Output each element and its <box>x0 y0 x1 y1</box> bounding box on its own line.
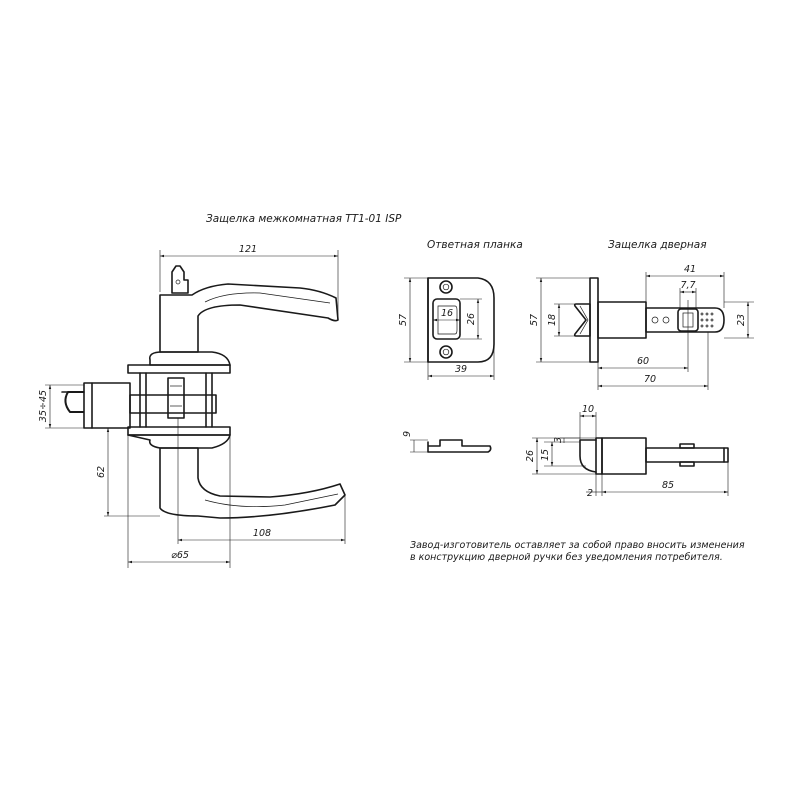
latch-body-side <box>83 382 131 429</box>
latch-side-face <box>595 437 603 475</box>
top-rosette <box>148 351 231 366</box>
spindle-housing <box>129 394 217 414</box>
dim-slot-16-label: 16 <box>441 308 453 319</box>
strike-screw-top <box>439 280 453 294</box>
strike-slot <box>432 298 461 340</box>
latch-side-tail <box>645 447 729 463</box>
latch-side-case <box>601 437 647 475</box>
latch-dot-grid <box>700 312 714 328</box>
drawing-title: Защелка межкомнатная TT1-01 ISP <box>206 213 402 225</box>
latch-side-spindle-tab-top <box>679 443 695 449</box>
strike-screw-bottom <box>439 345 453 359</box>
bottom-rosette <box>127 434 231 449</box>
manufacturer-note-line1: Завод-изготовитель оставляет за собой пр… <box>410 540 745 551</box>
manufacturer-note-line2: в конструкцию дверной ручки без уведомле… <box>410 552 723 563</box>
latch-top-view: Защелка дверная 41 7,7 57 <box>529 239 754 390</box>
latch-bolt-side <box>64 391 84 413</box>
strike-slot-inner <box>437 305 458 335</box>
dim-latch-77-label: 7,7 <box>680 280 695 291</box>
dim-side-85-label: 85 <box>662 480 674 491</box>
dim-rosette-label: ⌀65 <box>171 550 189 561</box>
top-lever <box>159 283 339 353</box>
latch-hole-2 <box>662 316 670 324</box>
latch-faceplate <box>589 277 599 363</box>
dim-121-label: 121 <box>239 244 257 255</box>
latch-side-spindle-tab-bottom <box>679 461 695 467</box>
latch-title: Защелка дверная <box>608 239 707 251</box>
door-handle-view: 121 35÷45 62 108 ⌀65 <box>38 244 346 568</box>
dim-108-label: 108 <box>253 528 271 539</box>
spindle <box>167 377 185 419</box>
top-rosette-plate <box>127 364 231 374</box>
dim-slot-26-label: 26 <box>466 313 477 325</box>
latch-hole-1 <box>651 316 659 324</box>
dim-latch-60-label: 60 <box>637 356 649 367</box>
latch-tail <box>645 307 725 333</box>
dim-plate-39-label: 39 <box>455 364 467 375</box>
dim-latch-18-label: 18 <box>547 314 558 326</box>
dim-side-3-label: 3 <box>553 437 564 443</box>
latch-side-bolt <box>579 439 597 473</box>
dim-side-15-label: 15 <box>540 449 551 461</box>
strike-screw-top-inner <box>442 283 450 291</box>
thumb-turn-hole <box>175 279 181 285</box>
dim-plate-9-label: 9 <box>402 431 413 437</box>
bottom-lever <box>159 447 346 519</box>
dim-62-label: 62 <box>96 466 107 478</box>
dim-latch-41-label: 41 <box>684 264 696 275</box>
top-lever-inner <box>204 292 331 304</box>
latch-bolt-bevel <box>579 305 589 335</box>
dim-side-26-label: 26 <box>525 450 536 462</box>
strike-plate-title: Ответная планка <box>427 239 523 251</box>
dim-side-2-label: 2 <box>587 488 593 499</box>
thumb-turn <box>171 265 189 294</box>
bottom-lever-inner <box>204 493 339 507</box>
dim-latch-57-label: 57 <box>529 314 540 326</box>
dim-plate-57-label: 57 <box>398 314 409 326</box>
strike-screw-bottom-inner <box>442 348 450 356</box>
strike-plate-profile <box>427 439 492 453</box>
bottom-rosette-plate <box>127 426 231 436</box>
dim-latch-70-label: 70 <box>644 374 656 385</box>
latch-case <box>597 301 647 339</box>
strike-plate-view: Ответная планка 57 16 26 39 9 <box>398 239 523 453</box>
dim-thickness-label: 35÷45 <box>38 390 49 422</box>
dim-latch-23-label: 23 <box>736 314 747 326</box>
latch-side-view: 10 26 15 3 2 85 <box>525 404 729 499</box>
dim-side-10-label: 10 <box>582 404 594 415</box>
